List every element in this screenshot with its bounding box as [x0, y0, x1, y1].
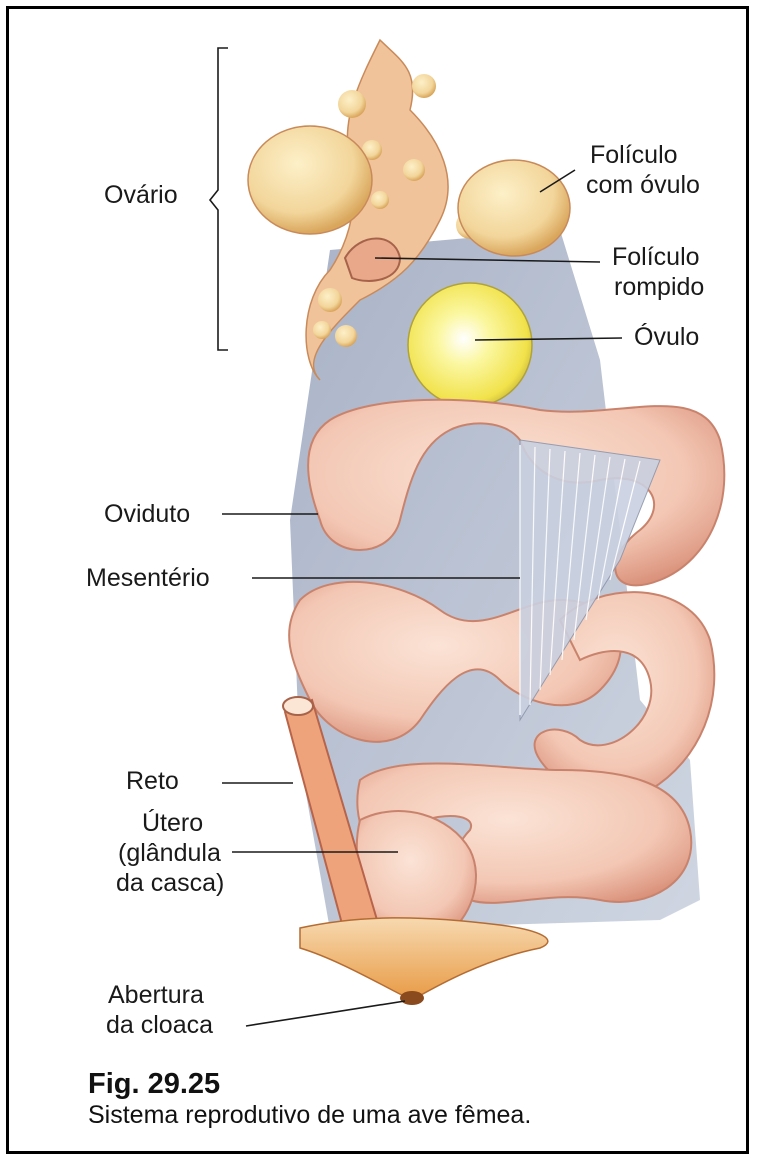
label-utero-line2: (glândula: [118, 838, 221, 868]
ovary-bracket: [210, 48, 228, 350]
label-foliculo-ovulo-line2: com óvulo: [586, 170, 700, 200]
label-abertura-line1: Abertura: [108, 980, 204, 1010]
label-foliculo-rompido-line1: Folículo: [612, 242, 700, 272]
label-reto: Reto: [126, 766, 179, 796]
label-utero-line1: Útero: [142, 808, 203, 838]
label-oviduto: Oviduto: [104, 499, 190, 529]
leader-abertura: [246, 1001, 405, 1026]
figure-number: Fig. 29.25: [88, 1068, 220, 1100]
figure-caption: Sistema reprodutivo de uma ave fêmea.: [88, 1100, 531, 1130]
label-utero-line3: da casca): [116, 868, 224, 898]
cloaca-base: [300, 918, 548, 1005]
label-foliculo-rompido-line2: rompido: [614, 272, 704, 302]
label-foliculo-ovulo-line1: Folículo: [590, 140, 678, 170]
label-ovulo: Óvulo: [634, 322, 699, 352]
ovum: [408, 283, 532, 407]
label-mesenterio: Mesentério: [86, 563, 210, 593]
label-ovario: Ovário: [104, 180, 178, 210]
label-abertura-line2: da cloaca: [106, 1010, 213, 1040]
